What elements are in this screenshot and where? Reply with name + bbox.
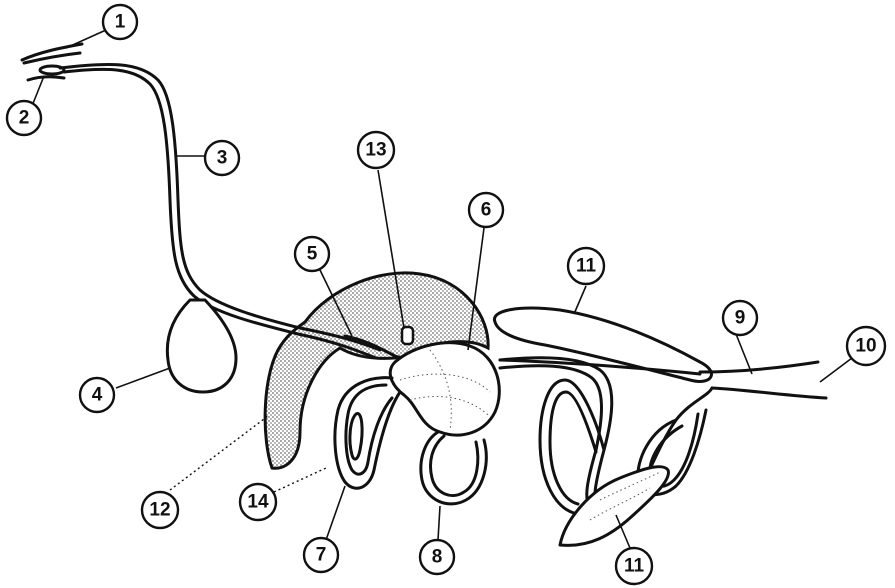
callout-label: 11	[576, 256, 597, 277]
callout-9: 9	[723, 301, 757, 335]
callout-3: 3	[205, 141, 239, 175]
upper-gland	[494, 308, 711, 381]
leader-14	[274, 468, 326, 492]
callout-label: 14	[247, 492, 269, 513]
callout-5: 5	[295, 237, 329, 271]
callout-2: 2	[7, 101, 41, 135]
callout-label: 2	[19, 108, 30, 129]
small-gland	[402, 327, 413, 344]
coil-left-small-loop	[350, 413, 362, 459]
callout-10: 10	[847, 327, 885, 365]
callout-1: 1	[103, 5, 137, 39]
callout-label: 10	[855, 336, 876, 357]
callout-label: 9	[735, 308, 746, 329]
leader-4	[116, 368, 170, 388]
leader-11a	[574, 286, 586, 314]
leader-9	[736, 334, 752, 374]
callout-4: 4	[80, 378, 114, 412]
callout-11-upper: 11	[568, 248, 604, 284]
leader-12	[170, 416, 268, 490]
callout-label: 12	[149, 500, 170, 521]
leader-8	[438, 506, 440, 540]
callout-14: 14	[240, 484, 276, 520]
callout-11-lower: 11	[616, 548, 652, 584]
leader-1	[66, 30, 106, 48]
callout-label: 7	[316, 545, 327, 566]
callout-label: 5	[307, 244, 318, 265]
callout-8: 8	[420, 540, 454, 574]
callout-label: 11	[624, 556, 645, 577]
leader-7	[326, 486, 345, 540]
callout-6: 6	[469, 193, 503, 227]
lower-lobe	[560, 467, 668, 546]
callout-label: 6	[481, 200, 492, 221]
central-body	[390, 343, 499, 435]
callout-12: 12	[142, 492, 178, 528]
coil-middle-inner	[431, 436, 478, 496]
callout-label: 4	[92, 385, 103, 406]
callout-label: 3	[217, 148, 228, 169]
callout-label: 1	[115, 12, 126, 33]
callout-label: 8	[432, 547, 443, 568]
terminal-hook	[28, 77, 64, 80]
callout-13: 13	[358, 132, 394, 168]
distal-duct-lower	[712, 388, 826, 398]
leader-10	[820, 358, 852, 382]
distal-duct	[700, 362, 818, 372]
callout-7: 7	[304, 538, 338, 572]
callout-label: 13	[365, 140, 386, 161]
leader-2	[32, 76, 44, 106]
